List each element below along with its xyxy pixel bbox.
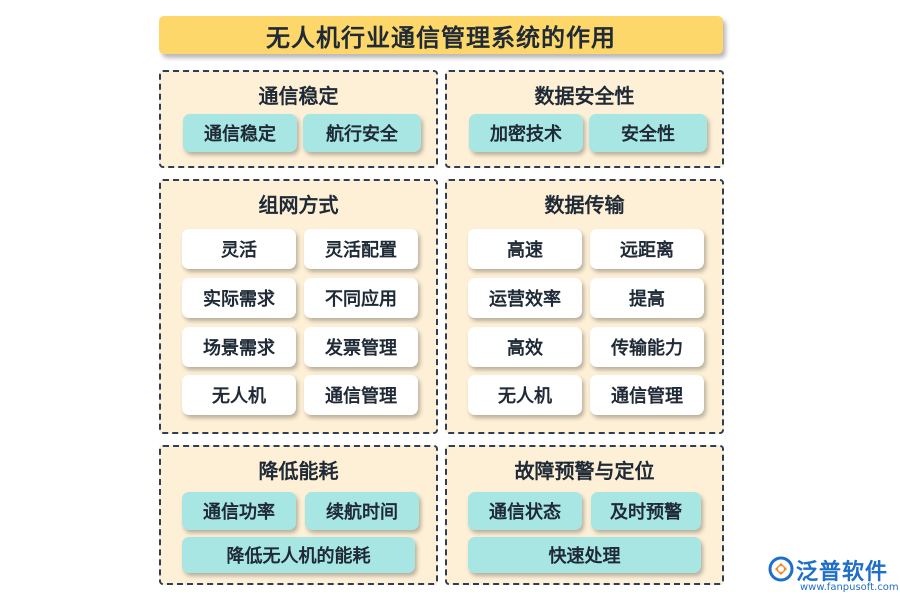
panel-networking-mode: 组网方式 灵活 灵活配置 实际需求 不同应用 场景需求 发票管理 无人机 通信管… [159,179,438,434]
node-transmission-capacity: 传输能力 [590,327,704,367]
node-flight-safety: 航行安全 [303,114,421,152]
node-high-speed: 高速 [468,229,582,269]
node-endurance-time: 续航时间 [305,492,419,530]
panel-title: 组网方式 [258,193,339,217]
node-communication-management: 通信管理 [304,375,418,415]
node-timely-warning: 及时预警 [591,492,701,530]
node-communication-power: 通信功率 [182,492,296,530]
node-invoice-management: 发票管理 [304,327,418,367]
node-reduce-drone-energy: 降低无人机的能耗 [182,537,415,573]
node-flexible: 灵活 [182,229,296,269]
node-operation-efficiency: 运营效率 [468,278,582,318]
node-quick-handling: 快速处理 [468,537,701,573]
node-improve: 提高 [590,278,704,318]
brand-logo: 泛普软件 www.fanpusoft.com [768,552,899,596]
node-scenario-demand: 场景需求 [182,327,296,367]
node-drone: 无人机 [468,375,582,415]
panel-reduce-energy: 降低能耗 通信功率 续航时间 降低无人机的能耗 [159,445,438,585]
node-long-distance: 远距离 [590,229,704,269]
brand-name: 泛普软件 [796,560,889,585]
panel-title: 故障预警与定位 [514,459,655,483]
panel-title: 数据传输 [544,193,625,217]
panel-title: 数据安全性 [534,84,635,108]
panel-data-security: 数据安全性 加密技术 安全性 [445,70,724,168]
panel-title: 降低能耗 [258,459,339,483]
node-drone: 无人机 [182,375,296,415]
node-encryption-tech: 加密技术 [469,114,583,152]
node-communication-status: 通信状态 [468,492,582,530]
brand-mark-icon [768,556,794,582]
node-security: 安全性 [589,114,707,152]
node-communication-management: 通信管理 [590,375,704,415]
panel-communication-stability: 通信稳定 通信稳定 航行安全 [159,70,438,168]
node-efficient: 高效 [468,327,582,367]
panel-title: 通信稳定 [258,84,339,108]
brand-url: www.fanpusoft.com [800,582,899,593]
node-actual-demand: 实际需求 [182,278,296,318]
node-communication-stable: 通信稳定 [183,114,297,152]
node-different-apps: 不同应用 [304,278,418,318]
diagram-title: 无人机行业通信管理系统的作用 [159,16,723,54]
node-flexible-config: 灵活配置 [304,229,418,269]
panel-data-transmission: 数据传输 高速 远距离 运营效率 提高 高效 传输能力 无人机 通信管理 [445,179,724,434]
panel-fault-warning: 故障预警与定位 通信状态 及时预警 快速处理 [445,445,724,585]
